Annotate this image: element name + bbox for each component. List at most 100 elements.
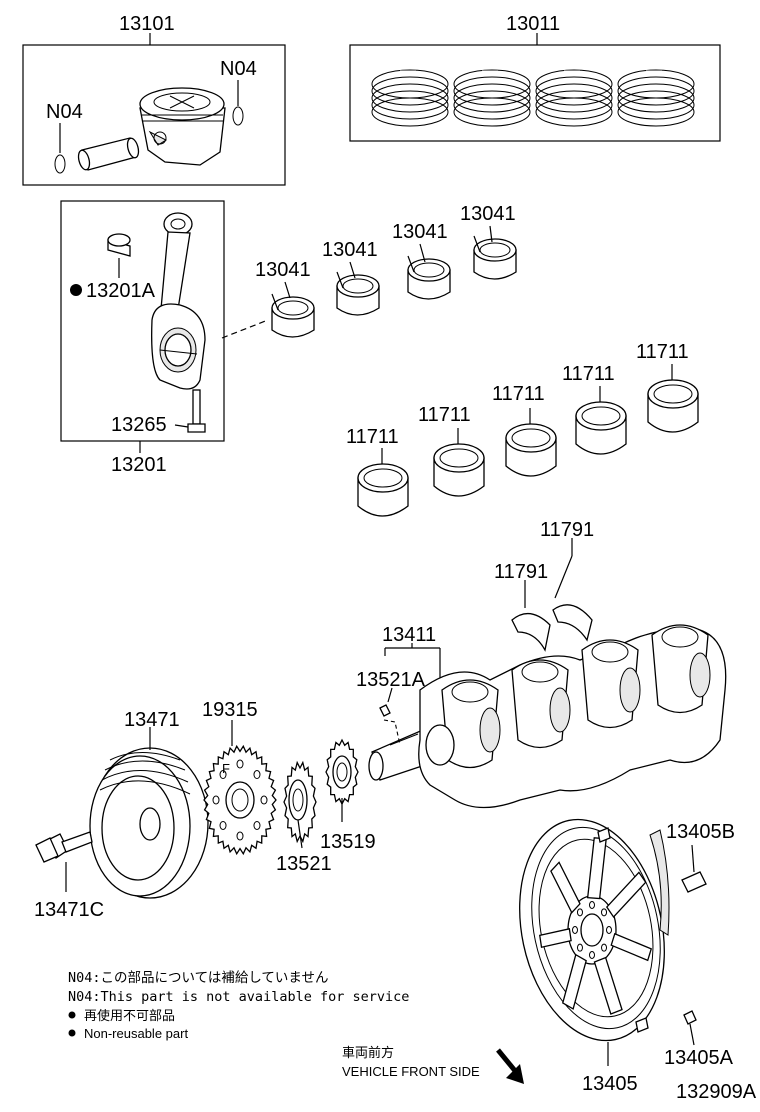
front-direction-indicator: 車両前方 VEHICLE FRONT SIDE xyxy=(342,1045,524,1084)
label-11711-5: 11711 xyxy=(636,341,689,363)
label-n04-right: N04 xyxy=(220,58,257,80)
note-n04-en: N04:This part is not available for servi… xyxy=(68,989,409,1005)
note-nonreusable-jp: 再使用不可部品 xyxy=(84,1008,175,1023)
plate-bolt-hole xyxy=(606,926,612,934)
plate-spoke xyxy=(550,861,581,914)
plate-bolt-hole xyxy=(601,908,608,917)
label-13521: 13521 xyxy=(276,853,332,875)
plate-spoke xyxy=(593,956,623,1015)
note-n04-jp: N04:この部品については補給していません xyxy=(68,970,329,986)
plate-bolt-hole xyxy=(589,951,595,959)
rotor-hole xyxy=(219,770,227,780)
small-end-bushing xyxy=(107,233,131,257)
piston-pin xyxy=(77,137,140,171)
label-13201: 13201 xyxy=(111,454,167,476)
crank-web xyxy=(441,679,501,769)
rod-bolt xyxy=(187,389,206,433)
conrod-bearing-shell xyxy=(271,293,315,338)
connecting-rod xyxy=(151,212,206,390)
piston-ring-stack xyxy=(371,69,449,127)
leader-line xyxy=(284,281,291,299)
legend-notes: N04:この部品については補給していません N04:This part is n… xyxy=(68,970,409,1041)
figure-id: 132909A xyxy=(676,1081,757,1103)
label-13405a: 13405A xyxy=(664,1047,734,1069)
drive-plate-bolt xyxy=(681,844,707,893)
label-13011: 13011 xyxy=(506,13,560,35)
main-bearings xyxy=(357,364,699,517)
plate-spoke xyxy=(538,928,572,949)
rotor-hole xyxy=(253,770,261,780)
leader-line xyxy=(349,261,356,279)
label-13519: 13519 xyxy=(320,831,376,853)
rotor-hole xyxy=(236,759,244,769)
leader-line xyxy=(419,243,426,263)
plate-spoke xyxy=(586,837,607,900)
label-11791-1: 11791 xyxy=(494,561,548,583)
rotor-hole xyxy=(260,795,268,805)
label-13201a: 13201A xyxy=(86,280,156,302)
drive-plate xyxy=(519,818,670,1066)
crank-key xyxy=(379,704,391,717)
pulley-bolt xyxy=(35,831,93,892)
arrow-down-right-icon xyxy=(496,1048,524,1084)
label-13411: 13411 xyxy=(382,624,436,646)
main-bearing-shell xyxy=(357,448,409,517)
leader-line xyxy=(489,225,493,243)
main-bearing-shell xyxy=(505,408,557,477)
label-11711-3: 11711 xyxy=(492,383,545,405)
crank-web xyxy=(511,659,571,749)
plate-bolt-hole xyxy=(576,908,583,917)
timing-rotor: F xyxy=(203,720,277,856)
bullet-icon xyxy=(68,1029,76,1037)
label-13041-4: 13041 xyxy=(460,203,516,225)
piston-box xyxy=(22,44,286,186)
connecting-rod-group xyxy=(60,200,225,453)
alignment-dashed-line xyxy=(221,319,269,339)
conrod-bearing-shell xyxy=(407,255,451,300)
piston-ring-stack xyxy=(617,69,695,127)
conrod-box xyxy=(60,200,225,442)
crankshaft xyxy=(368,624,727,809)
piston-group xyxy=(22,33,286,186)
plate-spoke xyxy=(562,953,587,1010)
plate-spoke xyxy=(605,871,647,918)
bullet-icon xyxy=(68,1011,76,1019)
label-13405b: 13405B xyxy=(666,821,735,843)
label-13265: 13265 xyxy=(111,414,167,436)
rotor-hole xyxy=(253,820,261,830)
label-13041-1: 13041 xyxy=(255,259,311,281)
crank-web xyxy=(651,624,711,714)
label-13471c: 13471C xyxy=(34,899,104,921)
label-13471: 13471 xyxy=(124,709,180,731)
knock-pin xyxy=(683,1010,697,1046)
oil-pump-drive-sprocket xyxy=(325,738,359,822)
label-13041-3: 13041 xyxy=(392,221,448,243)
label-11711-1: 11711 xyxy=(346,426,399,448)
svg-text:F: F xyxy=(222,761,230,776)
direction-jp: 車両前方 xyxy=(342,1045,394,1060)
main-bearing-shell xyxy=(433,428,485,497)
rotor-hole xyxy=(212,795,220,805)
piston xyxy=(139,87,226,166)
rotor-hole xyxy=(219,820,227,830)
label-11711-4: 11711 xyxy=(562,363,615,385)
label-13521a: 13521A xyxy=(356,669,426,691)
label-19315: 19315 xyxy=(202,699,258,721)
crankshaft-pulley xyxy=(89,727,209,899)
rings-box xyxy=(349,44,721,142)
label-13041-2: 13041 xyxy=(322,239,378,261)
conrod-bearings xyxy=(271,225,517,338)
plate-bolt-hole xyxy=(572,926,578,934)
piston-ring-stack xyxy=(453,69,531,127)
main-bearing-shell xyxy=(647,364,699,433)
conrod-bearing-shell xyxy=(473,235,517,280)
plate-bolt-hole xyxy=(601,943,608,952)
crank-timing-sprocket xyxy=(283,760,317,849)
rotor-hole xyxy=(236,831,244,841)
plate-bolt-hole xyxy=(576,943,583,952)
note-nonreusable-en: Non-reusable part xyxy=(84,1026,188,1041)
crank-web xyxy=(581,639,641,729)
thrust-washers xyxy=(511,538,593,652)
snap-ring-right xyxy=(232,106,244,126)
